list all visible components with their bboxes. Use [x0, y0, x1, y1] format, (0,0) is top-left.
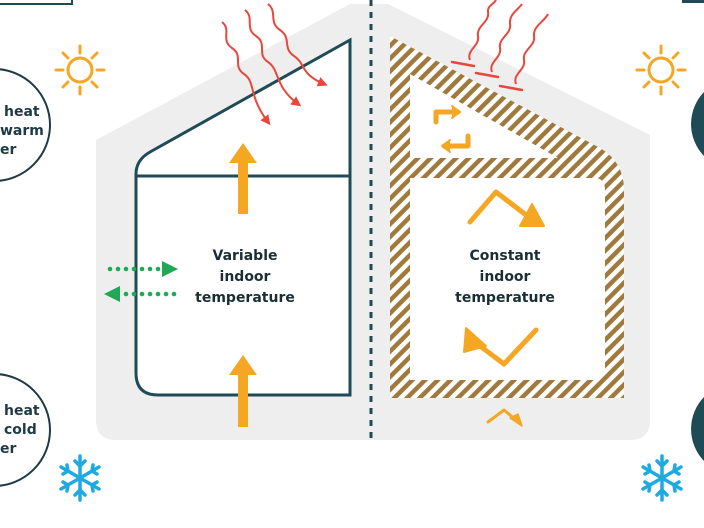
left-label-line: temperature [195, 290, 295, 306]
heat-ray-icon [221, 3, 328, 126]
callout-text-top: heat warm er [0, 103, 44, 160]
right-label-line: temperature [455, 290, 555, 306]
callout-line: heat [4, 403, 40, 419]
right-house [390, 36, 624, 398]
heat-ray-icon [468, 0, 549, 85]
sun-icon [54, 44, 106, 96]
callout-line: warm [0, 123, 44, 139]
callout-line: er [0, 441, 17, 457]
right-callout-bottom [691, 397, 704, 461]
airflow-arrow-icon [104, 261, 178, 302]
left-label-line: indoor [219, 269, 271, 285]
right-house-attic [410, 74, 558, 158]
left-house-outline [134, 37, 352, 397]
left-house-label: Variable indoor temperature [185, 246, 305, 309]
snowflake-icon [641, 454, 683, 502]
callout-line: er [0, 142, 17, 158]
callout-text-bottom: heat cold er [0, 402, 44, 459]
callout-line: heat [4, 104, 40, 120]
right-callout-top [691, 92, 704, 156]
right-label-line: Constant [469, 248, 541, 264]
sun-icon [635, 44, 687, 96]
right-house-label: Constant indoor temperature [445, 246, 565, 309]
snowflake-icon [59, 454, 101, 502]
callout-line: cold [4, 422, 37, 438]
left-label-line: Variable [212, 248, 278, 264]
callout-circle-top [0, 68, 51, 182]
top-frame-right [682, 0, 704, 3]
airflow-arrow-icon [229, 143, 257, 427]
callout-circle-bottom [0, 373, 51, 487]
right-label-line: indoor [479, 269, 531, 285]
blocked-ray-bars [450, 60, 524, 92]
right-house-room [410, 178, 605, 380]
top-frame-left [0, 0, 73, 5]
airflow-arrow-icon [433, 105, 545, 427]
